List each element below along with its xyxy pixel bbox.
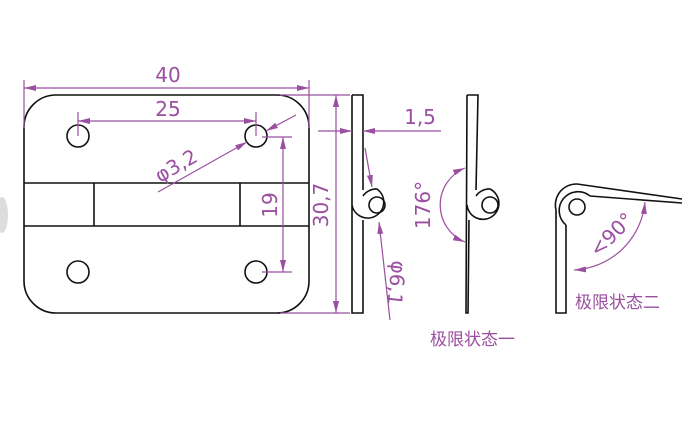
angle-state-two: <90° (585, 208, 639, 262)
mount-hole (66, 260, 90, 284)
angle-state-one: 176° (411, 181, 435, 229)
leader-knuckle (364, 147, 373, 188)
leader-hole-diameter (157, 141, 248, 193)
dimension-thickness: 1,5 (404, 105, 436, 129)
background-smudge (0, 197, 8, 233)
state-one-view (465, 94, 500, 314)
plate-outline (23, 94, 310, 314)
dimension-width: 40 (155, 63, 180, 87)
leader-knuckle (377, 221, 391, 321)
dimension-height: 30,7 (309, 183, 333, 228)
dimension-hole-spacing: 25 (155, 97, 180, 121)
label-state-one: 极限状态一 (430, 330, 515, 350)
angle-arc-state-two (573, 201, 647, 273)
side-view (351, 94, 386, 314)
angle-arc-state-one (439, 167, 466, 243)
dimension-band: 19 (258, 192, 282, 217)
leader-hole-diameter (265, 114, 297, 132)
state-two-view (554, 183, 683, 314)
dimension-hole-diameter: φ3,2 (151, 144, 202, 187)
front-view (23, 94, 310, 314)
dimension-knuckle: φ6,1 (382, 259, 411, 306)
label-state-two: 极限状态二 (575, 293, 660, 313)
